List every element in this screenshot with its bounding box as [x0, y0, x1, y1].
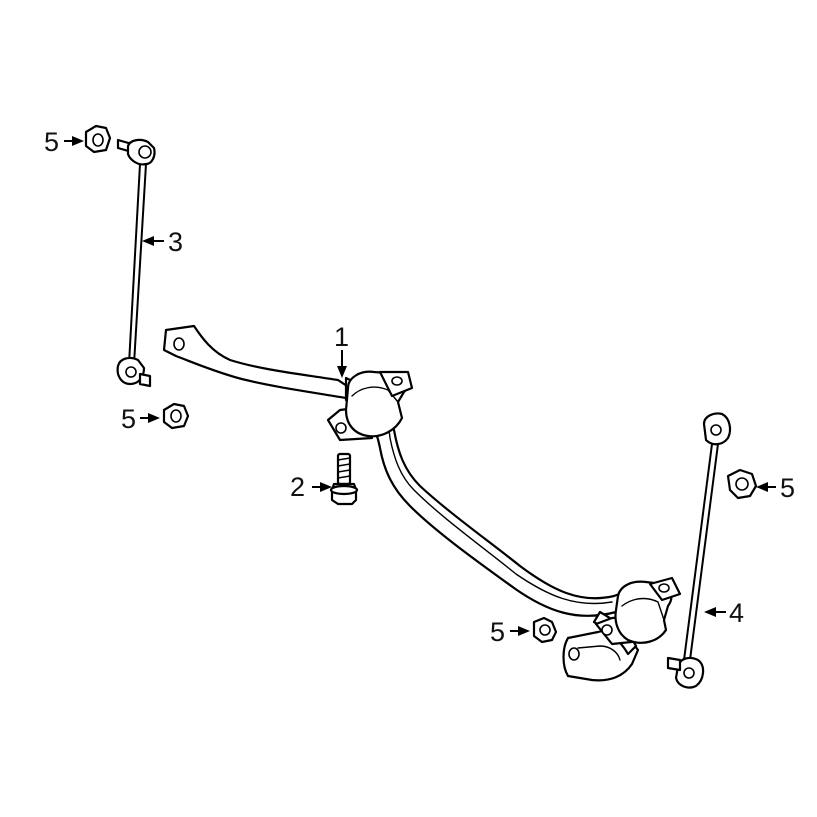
nut-icon [162, 402, 190, 430]
arrow-5-mid-left [148, 413, 160, 423]
link-rod-icon [116, 138, 156, 388]
callout-3: 3 [168, 227, 183, 257]
nut-icon [726, 468, 758, 500]
callout-5-mid-left: 5 [121, 404, 136, 434]
callout-5-top-left: 5 [44, 127, 59, 157]
arrow-5-top-left [72, 136, 84, 146]
arrow-2 [320, 482, 332, 492]
arrow-3 [142, 236, 154, 246]
callout-2: 2 [290, 472, 305, 502]
arrow-5-right [756, 482, 768, 492]
callout-1: 1 [334, 322, 349, 352]
callout-4: 4 [729, 598, 744, 628]
nut-icon [84, 124, 112, 154]
arrow-1 [337, 366, 347, 378]
callout-5-right: 5 [780, 473, 795, 503]
link-rod-icon [666, 412, 732, 689]
callout-5-bottom: 5 [490, 617, 505, 647]
bushing-bracket-right-icon [594, 576, 682, 646]
nut-icon [532, 616, 558, 644]
bushing-bracket-left-icon [326, 370, 414, 442]
arrow-5-bottom [518, 626, 530, 636]
arrow-4 [704, 607, 716, 617]
bolt-icon [329, 452, 359, 506]
